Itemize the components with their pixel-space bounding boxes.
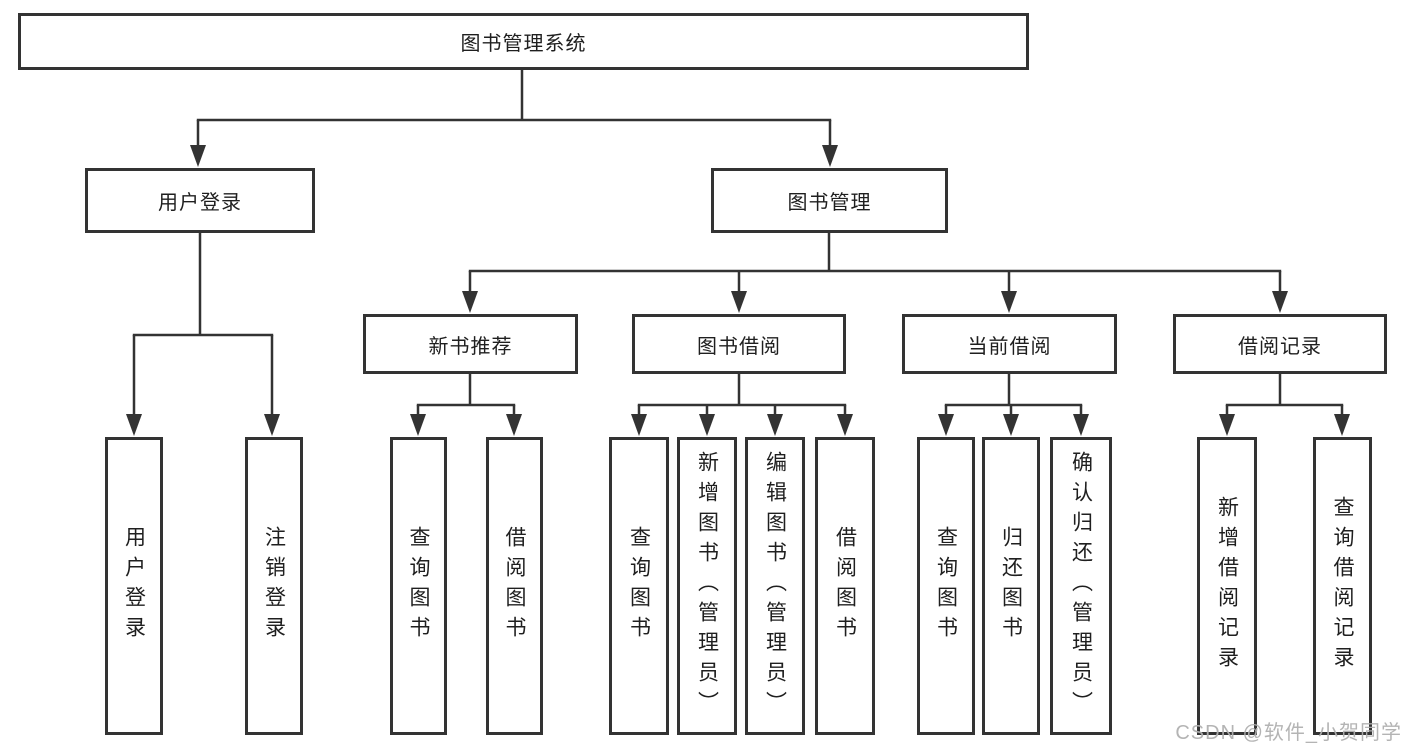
node-root-system: 图书管理系统 (18, 13, 1029, 70)
node-current-borrow: 当前借阅 (902, 314, 1117, 374)
node-book-management: 图书管理 (711, 168, 948, 233)
leaf-label: 查询图书 (407, 526, 430, 646)
leaf-edit-book-admin: 编辑图书（管理员） (745, 437, 805, 735)
leaf-label: 新增图书（管理员） (695, 451, 719, 721)
node-label: 当前借阅 (967, 335, 1052, 358)
leaf-label: 新增借阅记录 (1215, 496, 1239, 676)
node-label: 图书管理系统 (460, 33, 587, 55)
node-user-login: 用户登录 (85, 168, 315, 233)
leaf-confirm-return-admin: 确认归还（管理员） (1050, 437, 1112, 735)
node-new-book-recommend: 新书推荐 (363, 314, 578, 374)
leaf-query-books-current: 查询图书 (917, 437, 975, 735)
node-label: 用户登录 (158, 192, 242, 214)
leaf-user-login: 用户登录 (105, 437, 163, 735)
leaf-borrow-books-recommend: 借阅图书 (486, 437, 543, 735)
leaf-label: 归还图书 (999, 526, 1023, 646)
leaf-label: 确认归还（管理员） (1069, 451, 1093, 721)
node-label: 借阅记录 (1238, 335, 1322, 358)
node-borrow-records: 借阅记录 (1173, 314, 1387, 374)
csdn-watermark: CSDN @软件_小贺同学 (1175, 722, 1402, 744)
leaf-label: 借阅图书 (503, 526, 526, 646)
leaf-borrow-books-borrow: 借阅图书 (815, 437, 875, 735)
node-label: 图书管理 (787, 192, 872, 214)
leaf-label: 借阅图书 (833, 526, 857, 646)
leaf-return-book: 归还图书 (982, 437, 1040, 735)
leaf-label: 注销登录 (262, 526, 286, 646)
leaf-query-books-borrow: 查询图书 (609, 437, 669, 735)
node-label: 新书推荐 (428, 335, 513, 358)
leaf-label: 查询图书 (934, 526, 958, 646)
leaf-label: 查询图书 (627, 526, 651, 646)
leaf-add-borrow-record: 新增借阅记录 (1197, 437, 1257, 735)
leaf-query-books-recommend: 查询图书 (390, 437, 447, 735)
leaf-label: 用户登录 (122, 526, 146, 646)
node-book-borrow: 图书借阅 (632, 314, 846, 374)
leaf-add-book-admin: 新增图书（管理员） (677, 437, 737, 735)
leaf-label: 编辑图书（管理员） (763, 451, 787, 721)
leaf-logout: 注销登录 (245, 437, 303, 735)
leaf-label: 查询借阅记录 (1331, 496, 1354, 676)
node-label: 图书借阅 (697, 335, 781, 358)
leaf-query-borrow-record: 查询借阅记录 (1313, 437, 1372, 735)
